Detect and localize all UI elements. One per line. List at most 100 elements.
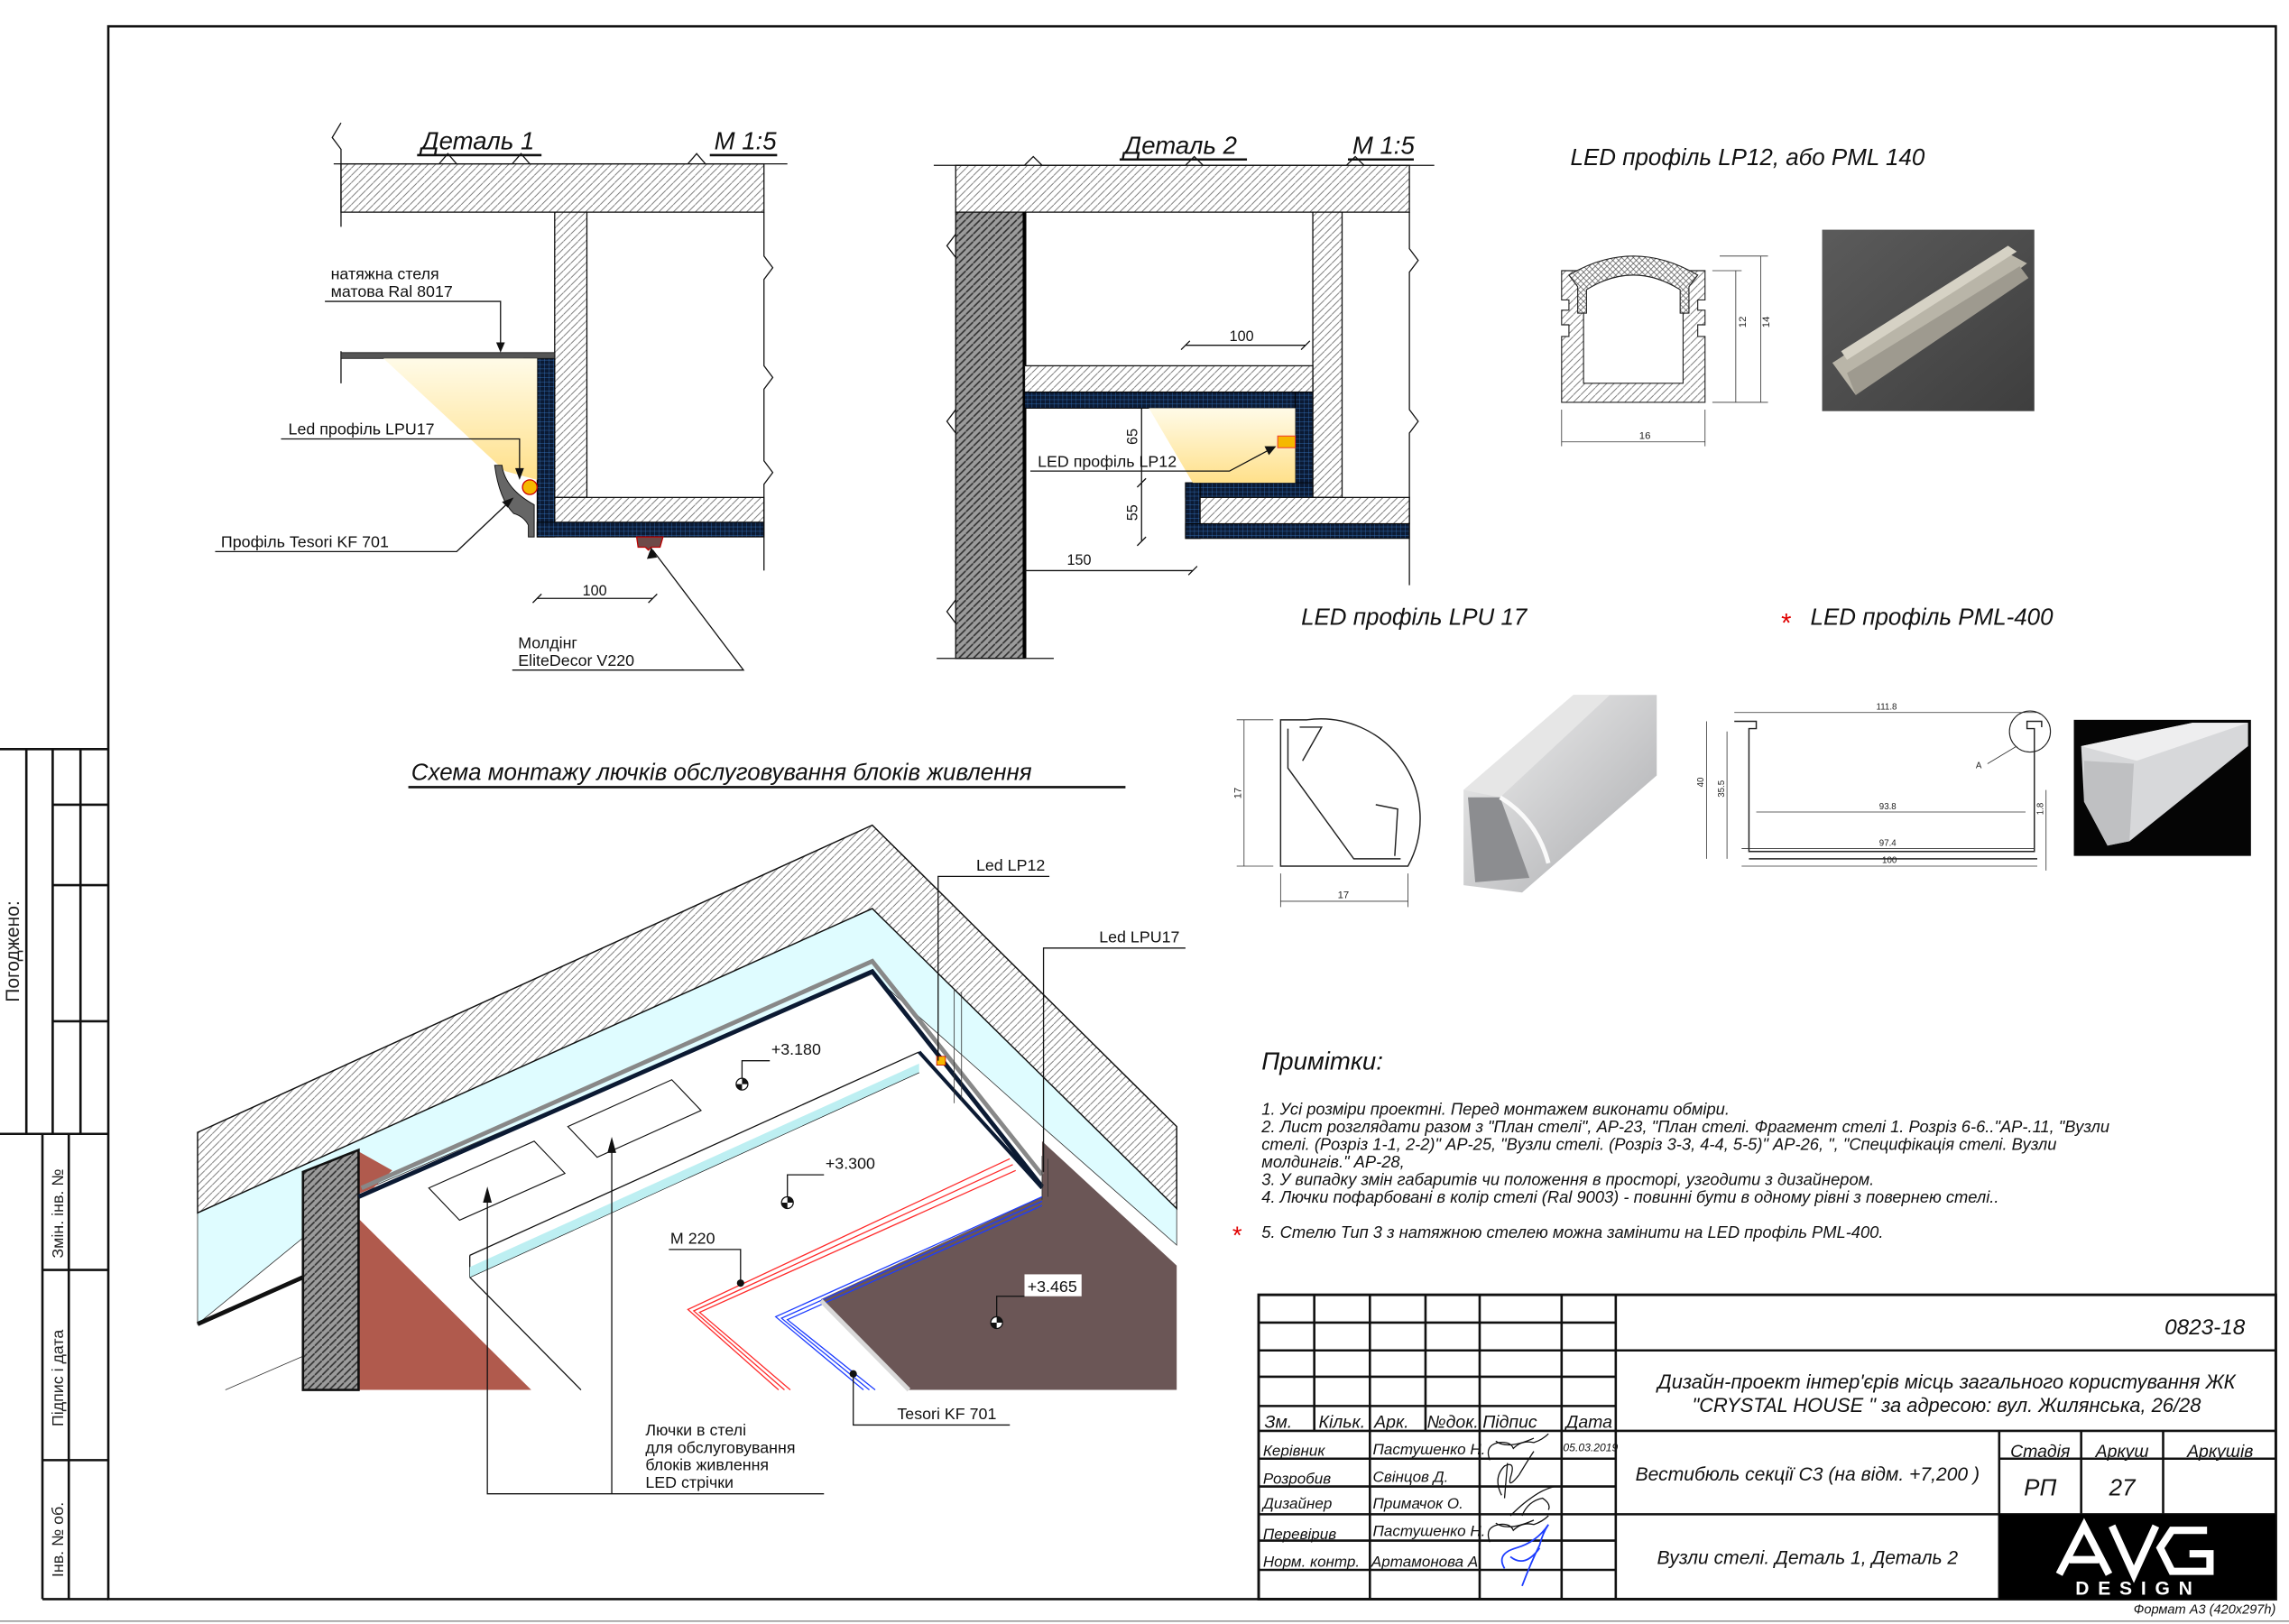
- pml400-dim-mid: 97.4: [1879, 838, 1897, 848]
- signature-4: [1487, 1515, 1549, 1543]
- header-ark: Арк.: [1373, 1413, 1408, 1433]
- lpu17-dim-w: 17: [1338, 890, 1350, 901]
- lp12-dim-w: 16: [1639, 430, 1651, 441]
- signatures: [1487, 1433, 1555, 1587]
- tesori-profile: [494, 465, 535, 538]
- note-line: 4. Лючки пофарбовані в колір стелі (Ral …: [1261, 1187, 1998, 1206]
- molding-label-2: EliteDecor V220: [518, 651, 634, 669]
- role-1: Керівник: [1263, 1443, 1325, 1460]
- mounting-schema: Схема монтажу лючків обслуговування блок…: [196, 760, 1186, 1495]
- sheet-value: 27: [2109, 1475, 2137, 1500]
- ceiling-edge-hatch: [360, 958, 1044, 1190]
- led-lpu17-label: Led профіль LPU17: [289, 420, 435, 438]
- concrete-slab-2: [955, 164, 1410, 213]
- note-line: стелі. (Розріз 1-1, 2-2)" АР-25, "Вузли …: [1261, 1135, 2056, 1154]
- sign-date-label: Підпис і дата: [49, 1330, 67, 1426]
- mesh-shelf: [1023, 392, 1314, 409]
- lp12-photo: [1822, 229, 2035, 411]
- note-line: молдингів." АР-28,: [1261, 1152, 1404, 1171]
- inv-orig-label: Інв. № об.: [49, 1502, 67, 1577]
- pml400-section: [1734, 720, 2043, 860]
- schema-tesori-label: Tesori KF 701: [897, 1405, 996, 1423]
- detail-2-scale: М 1:5: [1352, 131, 1416, 159]
- mesh-step: [1185, 482, 1314, 498]
- dim-55: 55: [1124, 504, 1140, 521]
- mesh-right: [1295, 392, 1314, 498]
- pml400-detail-mark: A: [1976, 761, 1982, 770]
- lp12-dim-h1: 12: [1738, 317, 1749, 328]
- stage-label: Стадія: [2010, 1442, 2070, 1462]
- notes-title: Примітки:: [1261, 1047, 1383, 1075]
- ceiling-surface: [358, 974, 1042, 1390]
- tesori-line: [774, 1195, 1043, 1391]
- mesh-horizontal: [536, 521, 765, 538]
- led-lp12-label: LED профіль LP12: [1038, 452, 1177, 470]
- brown-ceiling: [821, 1140, 1177, 1390]
- ceiling-edge-mesh: [357, 968, 1044, 1199]
- hatch-note-3: блоків живлення: [645, 1456, 769, 1474]
- lpu17-dim-h: 17: [1233, 788, 1244, 799]
- schema-title: Схема монтажу лючків обслуговування блок…: [411, 760, 1032, 785]
- header-ndok: №док.: [1427, 1413, 1479, 1433]
- elevation-3465: +3.465: [1028, 1278, 1077, 1296]
- elevation-3300: +3.300: [826, 1155, 875, 1173]
- stretch-ceiling-label-2: матова Ral 8017: [331, 282, 453, 300]
- schema-led-lpu17-label: Led LPU17: [1099, 927, 1179, 946]
- drywall-horizontal: [554, 496, 765, 523]
- elevation-mark-1: +3.180: [735, 1040, 821, 1091]
- drywall-shelf: [1023, 364, 1314, 393]
- lpu17-photo: [1463, 695, 1657, 893]
- name-2: Свінцов Д.: [1373, 1469, 1449, 1486]
- title-block: 0823-18 Дизайн-проект інтер'єрів місць з…: [1257, 1293, 2277, 1618]
- note-line-5: 5. Стелю Тип 3 з натяжною стелею можна з…: [1261, 1223, 1883, 1241]
- pml400-photo: [2073, 719, 2251, 856]
- profile-lp12: LED профіль LP12, або PML 140 16 12 14: [1561, 145, 2035, 447]
- hatch-note-4: LED стрічки: [645, 1473, 734, 1491]
- profile-lpu17: LED профіль LPU 17 17 17: [1233, 604, 1657, 908]
- service-hatch-2: [567, 1079, 702, 1158]
- pml400-title: LED профіль PML-400: [1811, 604, 2054, 630]
- lpu17-section: [1279, 718, 1421, 867]
- lp12-title: LED профіль LP12, або PML 140: [1571, 145, 1925, 171]
- role-4: Перевірив: [1263, 1526, 1336, 1543]
- name-4: Пастушенко Н.: [1373, 1523, 1486, 1540]
- masonry-column: [301, 1148, 360, 1391]
- slab-band: [197, 824, 1177, 1214]
- dim-150: 150: [1067, 552, 1092, 568]
- note-line: 2. Лист розглядати разом з "План стелі",…: [1260, 1117, 2109, 1136]
- role-5: Норм. контр.: [1263, 1554, 1360, 1571]
- sheet-label: Аркуш: [2095, 1442, 2149, 1462]
- dim-65: 65: [1124, 429, 1140, 445]
- drywall-lower: [1199, 496, 1410, 525]
- signature-3: [1509, 1485, 1555, 1517]
- dim-100: 100: [1230, 328, 1254, 345]
- note-star: *: [1232, 1221, 1242, 1249]
- change-inv-label: Змін. інв. №: [49, 1169, 67, 1259]
- pml400-dim-top: 111.8: [1877, 702, 1897, 712]
- role-2: Розробив: [1263, 1470, 1331, 1487]
- lpu17-title: LED профіль LPU 17: [1301, 604, 1528, 630]
- drywall-vertical: [554, 211, 588, 498]
- pml400-dim-inner: 93.8: [1879, 802, 1897, 812]
- drywall-vertical-2: [1312, 211, 1343, 498]
- concrete-slab: [340, 162, 765, 213]
- pml400-dim-outer: 100: [1882, 856, 1897, 866]
- date-1: 05.03.2019: [1563, 1442, 1618, 1454]
- light-cone-2: [1149, 408, 1296, 484]
- mesh-lower: [1185, 523, 1410, 540]
- signature-2: [1497, 1451, 1535, 1499]
- project-title-2: "CRYSTAL HOUSE " за адресою: вул. Жилянс…: [1692, 1394, 2201, 1416]
- format-label: Формат А3 (420х297h): [2134, 1603, 2276, 1618]
- elevation-mark-2: +3.300: [780, 1155, 875, 1210]
- tesori-label: Профіль Tesori KF 701: [221, 532, 389, 550]
- pml400-dim-h-total: 40: [1696, 777, 1706, 787]
- schema-led-lp12-label: Led LP12: [976, 856, 1045, 874]
- lp12-diffuser: [1568, 255, 1699, 314]
- m220-molding-line: [687, 1158, 1017, 1391]
- molding-label-1: Молдінг: [518, 633, 577, 651]
- detail-2: Деталь 2 М 1:5 LED профіль LP12 100 65 5…: [933, 131, 1435, 660]
- light-cone: [383, 358, 538, 480]
- hatch-note-1: Лючки в стелі: [645, 1421, 746, 1439]
- project-title-1: Дизайн-проект інтер'єрів місць загальног…: [1655, 1370, 2236, 1393]
- notes: Примітки: 1. Усі розміри проектні. Перед…: [1232, 1047, 2109, 1249]
